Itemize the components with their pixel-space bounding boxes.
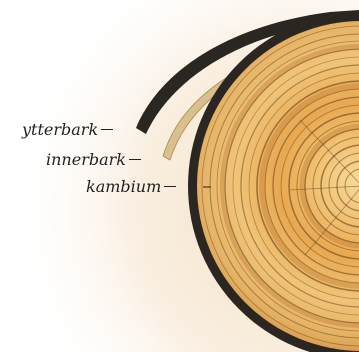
label-inner-bark: innerbark <box>46 151 141 169</box>
label-cambium: kambium <box>86 178 176 196</box>
label-outer-bark: ytterbark <box>22 121 113 139</box>
